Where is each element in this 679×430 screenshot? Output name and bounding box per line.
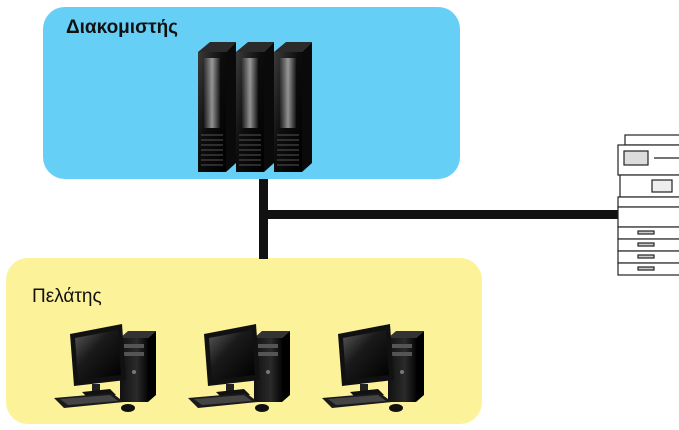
multifunction-printer-icon — [617, 134, 679, 276]
server-rack-unit — [274, 42, 312, 172]
vertical-network-line — [259, 179, 268, 259]
server-rack-unit — [198, 42, 236, 172]
server-rack-unit — [236, 42, 274, 172]
network-lines — [259, 179, 620, 259]
client-group-label: Πελάτης — [32, 286, 102, 307]
server-rack-icon — [198, 42, 312, 172]
desktop-computer-icon — [54, 324, 156, 412]
horizontal-network-line — [268, 210, 620, 219]
desktop-computer-icon — [188, 324, 290, 412]
desktop-computer-icon — [322, 324, 424, 412]
desktop-computers — [54, 324, 424, 412]
server-group-label: Διακομιστής — [66, 17, 179, 38]
